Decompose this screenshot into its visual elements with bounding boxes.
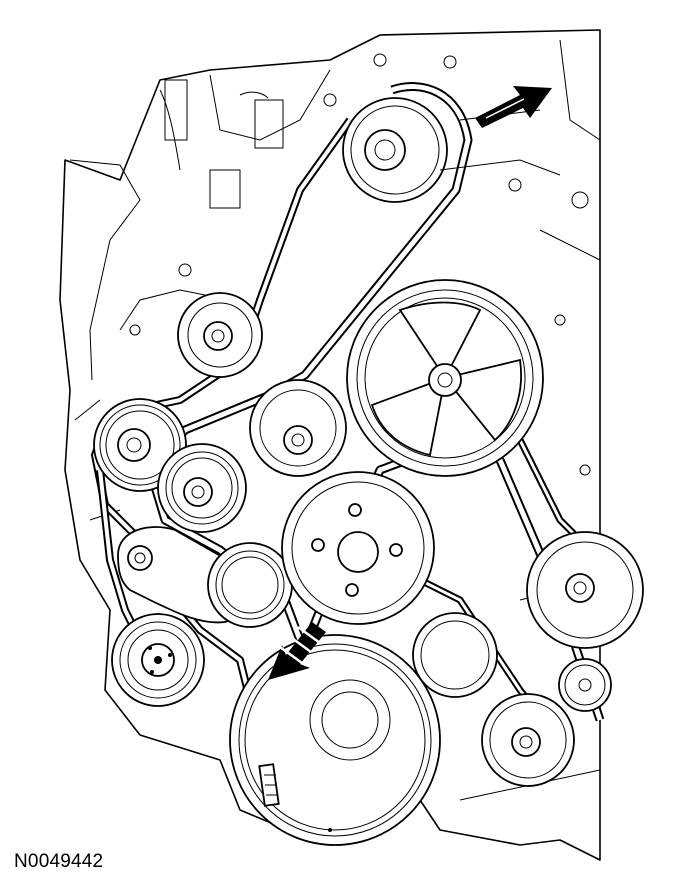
fan-pulley bbox=[346, 279, 544, 477]
top-arrow-icon bbox=[475, 86, 552, 128]
small-right-idler-pulley bbox=[558, 658, 612, 712]
tensioner-pulley bbox=[157, 443, 247, 533]
water-pump-pulley bbox=[281, 471, 435, 625]
right-bottom-idler-pulley bbox=[481, 693, 575, 787]
lower-idler-pulley bbox=[207, 542, 293, 628]
ac-compressor-pulley bbox=[111, 613, 205, 707]
right-idler-pulley bbox=[412, 612, 498, 698]
left-idler-pulley bbox=[177, 292, 263, 378]
middle-idler-pulley bbox=[249, 379, 347, 477]
lower-arrow-icon bbox=[268, 622, 326, 680]
power-steering-pulley bbox=[526, 531, 644, 649]
crankshaft-pulley bbox=[229, 634, 441, 846]
figure-id-label: N0049442 bbox=[14, 851, 104, 872]
upper-pulley bbox=[342, 97, 561, 203]
